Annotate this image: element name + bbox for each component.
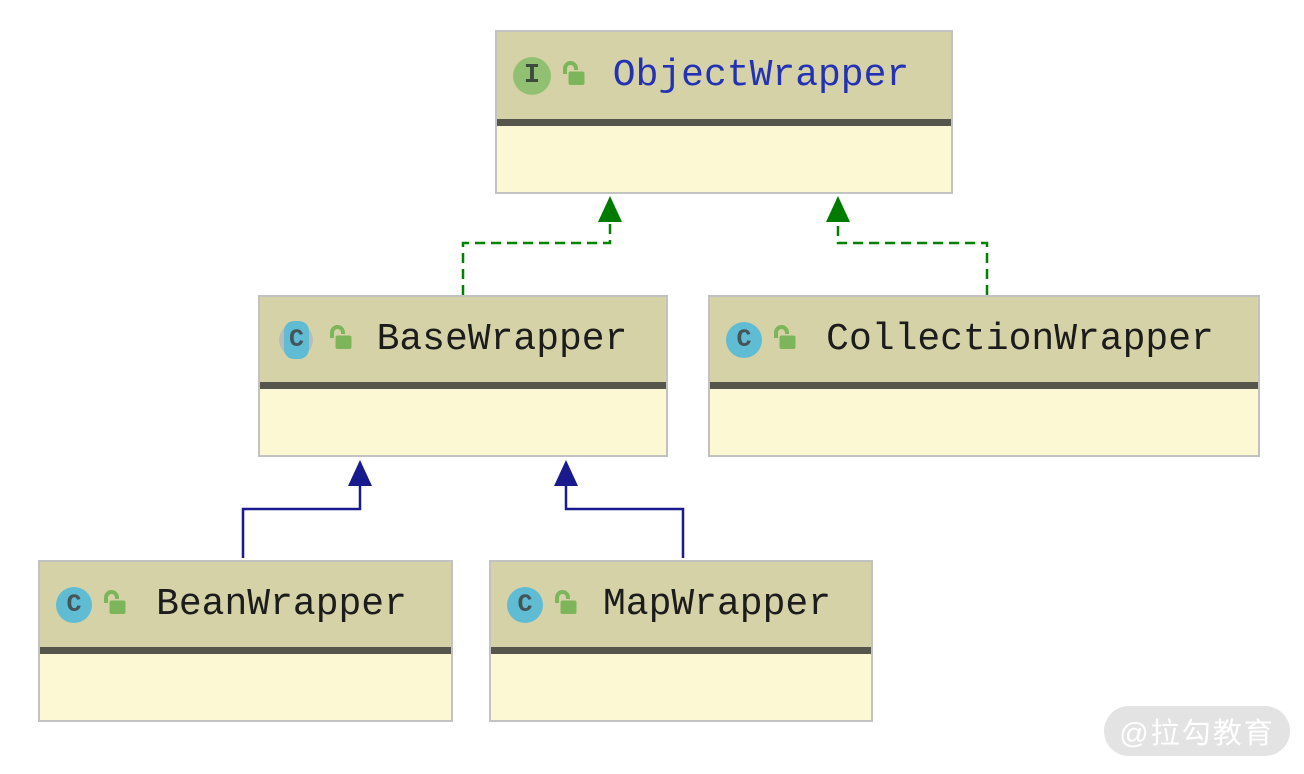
edge-basewrapper-implements-objectwrapper: [461, 196, 622, 295]
node-label: BeanWrapper: [156, 582, 407, 626]
node-header: C CollectionWrapper: [710, 297, 1258, 382]
node-label: BaseWrapper: [376, 317, 628, 361]
node-label: CollectionWrapper: [826, 317, 1214, 361]
node-members-area: [260, 389, 666, 455]
uml-node-mapwrapper[interactable]: C MapWrapper: [489, 560, 873, 722]
node-label: MapWrapper: [602, 582, 832, 626]
node-header: C BaseWrapper: [260, 297, 666, 382]
extends-arrowhead: [348, 460, 372, 486]
implements-arrowhead: [598, 196, 622, 222]
uml-node-beanwrapper[interactable]: C BeanWrapper: [38, 560, 453, 722]
uml-node-collectionwrapper[interactable]: C CollectionWrapper: [708, 295, 1260, 457]
uml-node-basewrapper[interactable]: C BaseWrapper: [258, 295, 668, 457]
edge-beanwrapper-extends-basewrapper: [241, 460, 372, 558]
class-icon: C: [56, 586, 92, 623]
unlocked-padlock-icon: [771, 324, 798, 356]
node-separator: [497, 119, 951, 126]
abstract-class-icon: C: [276, 320, 318, 359]
watermark-badge: @拉勾教育: [1104, 706, 1290, 756]
extends-arrowhead: [554, 460, 578, 486]
implements-arrowhead: [826, 196, 850, 222]
node-members-area: [497, 126, 951, 192]
node-separator: [260, 382, 666, 389]
node-header: C BeanWrapper: [40, 562, 451, 647]
node-members-area: [710, 389, 1258, 455]
unlocked-padlock-icon: [552, 589, 579, 621]
class-icon-letter: C: [288, 325, 304, 354]
node-header: I ObjectWrapper: [497, 32, 951, 119]
interface-icon: I: [513, 56, 551, 95]
class-icon: C: [726, 321, 762, 358]
node-members-area: [40, 654, 451, 720]
unlocked-padlock-icon: [101, 589, 128, 621]
watermark-text: @拉勾教育: [1119, 718, 1275, 750]
edge-mapwrapper-extends-basewrapper: [554, 460, 685, 558]
class-icon: C: [507, 586, 543, 623]
node-header: C MapWrapper: [491, 562, 871, 647]
uml-node-objectwrapper[interactable]: I ObjectWrapper: [495, 30, 953, 194]
unlocked-padlock-icon: [327, 324, 354, 356]
class-icon-letter: C: [736, 325, 752, 354]
class-icon-letter: C: [66, 590, 82, 619]
node-separator: [491, 647, 871, 654]
edge-collectionwrapper-implements-objectwrapper: [826, 196, 989, 295]
node-separator: [40, 647, 451, 654]
node-separator: [710, 382, 1258, 389]
unlocked-padlock-icon: [560, 60, 587, 92]
node-members-area: [491, 654, 871, 720]
interface-icon-letter: I: [523, 60, 541, 91]
node-label: ObjectWrapper: [612, 53, 910, 97]
class-icon-letter: C: [517, 590, 533, 619]
